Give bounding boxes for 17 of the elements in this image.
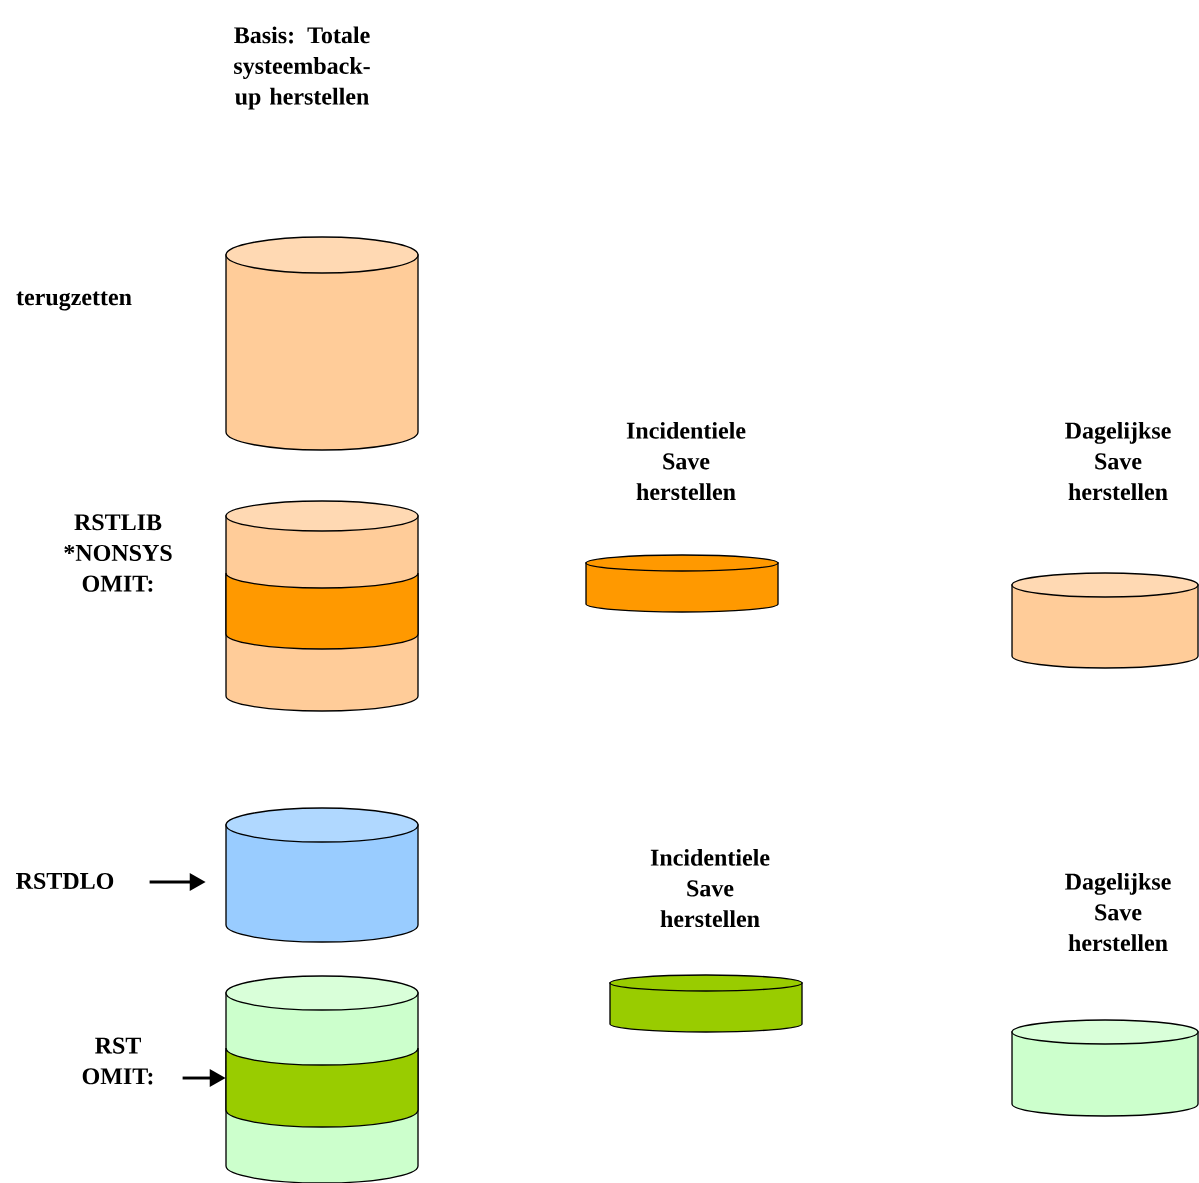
cylinder-caption: Incidentiele Save herstellen: [626, 421, 746, 501]
cylinder-caption: Dagelijkse Save herstellen: [1065, 421, 1171, 501]
cylinder-caption: Dagelijkse Save herstellen: [1065, 872, 1171, 952]
heading-text: Basis: Totale systeemback-up herstellen: [234, 26, 370, 110]
cylinder-caption: Incidentiele Save herstellen: [650, 848, 770, 928]
disk-cylinder: [1011, 1019, 1199, 1117]
disk-cylinder: [225, 975, 419, 1183]
disk-cylinder: [225, 500, 419, 712]
disk-cylinder: [225, 236, 419, 451]
disk-cylinder: [609, 974, 803, 1033]
disk-cylinder: [585, 554, 779, 613]
command-label: RST OMIT:: [82, 1037, 153, 1085]
disk-cylinder: [1011, 572, 1199, 669]
command-label: RSTDLO: [16, 872, 114, 890]
disk-cylinder: [225, 807, 419, 943]
cylinder-caption: RSTLIB *NONSYS OMIT:: [64, 514, 172, 592]
cylinder-caption: terugzetten: [16, 291, 132, 311]
